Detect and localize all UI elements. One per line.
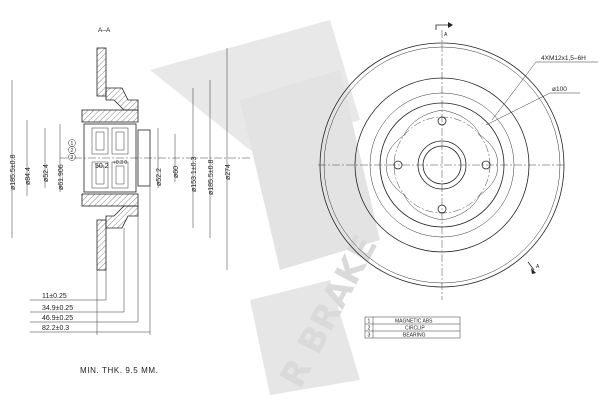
vertical-dimensions: ø185.5±0.8 ø84.4 ø52.4 ø61.906 50.2 +0.3…	[10, 48, 232, 270]
legend-circlip: CIRCLIP	[405, 326, 425, 332]
dim-52-left: ø52.4	[43, 164, 50, 182]
dim-61: ø61.906	[58, 164, 65, 190]
legend-num-2: 2	[368, 326, 371, 332]
thread-label: 4XM12x1,5–6H	[541, 55, 586, 62]
dim-185-left: ø185.5±0.8	[10, 155, 17, 190]
callouts: 1 2 3	[68, 139, 76, 161]
min-thickness-note: MIN. THK. 9.5 MM.	[80, 366, 159, 375]
callout-1: 1	[71, 141, 74, 147]
dim-60: ø60	[173, 166, 180, 178]
legend-num-3: 3	[368, 333, 371, 339]
legend-bearing: BEARING	[403, 333, 426, 339]
dim-34: 34.9±0.25	[42, 305, 73, 312]
section-label: A–A	[98, 27, 111, 34]
horizontal-dimensions: 11±0.25 34.9±0.25 46.9±0.25 82.2±0.3	[30, 186, 151, 335]
disc-section	[81, 47, 151, 271]
pcd-label: ø100	[552, 86, 567, 93]
disc-front-view: A A 4XM12x1,5–6H ø100	[318, 22, 598, 300]
legend-num-1: 1	[368, 319, 371, 325]
dim-50-tol: +0.3 0	[113, 160, 127, 166]
dim-52-right: ø52.2	[156, 168, 163, 186]
dim-50: 50.2	[95, 163, 109, 170]
watermark: R BRAKE	[150, 20, 386, 395]
dim-46: 46.9±0.25	[42, 315, 73, 322]
dim-274: ø274	[225, 164, 232, 180]
dim-11: 11±0.25	[42, 293, 67, 300]
view-marker-top: A	[444, 32, 448, 38]
legend-magnetic-abs: MAGNETIC ABS	[395, 319, 433, 325]
dim-82: 82.2±0.3	[42, 325, 69, 332]
legend-table: 1 2 3 MAGNETIC ABS CIRCLIP BEARING	[364, 316, 461, 339]
dim-153: ø153.1±0.3	[191, 157, 198, 192]
dim-84: ø84.4	[25, 167, 32, 185]
callout-3: 3	[71, 155, 74, 161]
dim-185-right: ø185.5±0.8	[208, 160, 215, 195]
callout-2: 2	[71, 148, 74, 154]
view-marker-bottom: A	[536, 264, 540, 270]
